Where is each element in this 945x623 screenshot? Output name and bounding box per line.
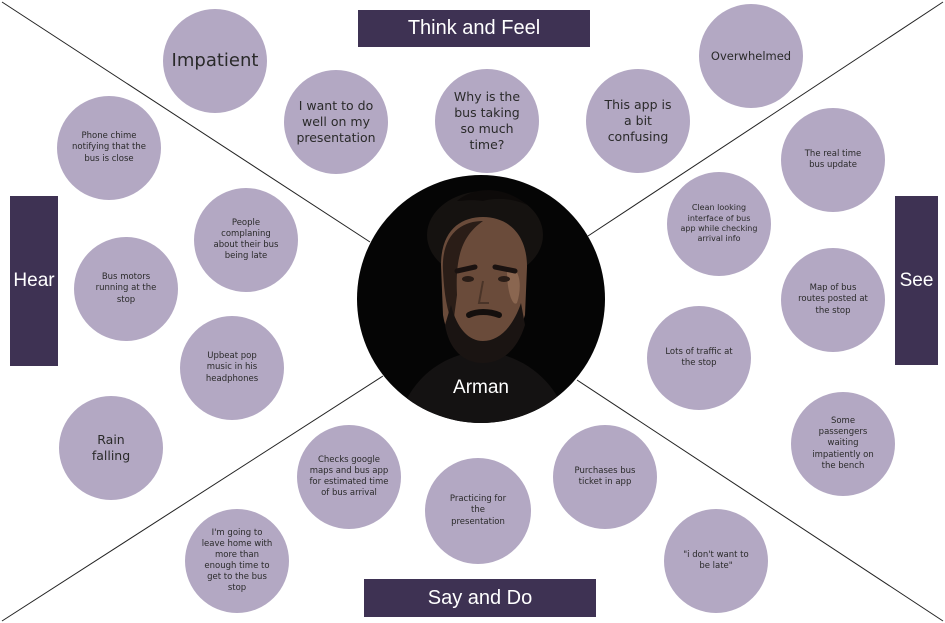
persona-name: Arman bbox=[453, 377, 509, 398]
bubble-realtime: The real time bus update bbox=[781, 108, 885, 212]
bubble-pop-music: Upbeat pop music in his headphones bbox=[180, 316, 284, 420]
bubble-impatient: Impatient bbox=[163, 9, 267, 113]
bubble-people-complaining: People complaning about their bus being … bbox=[194, 188, 298, 292]
persona-photo-illustration bbox=[397, 190, 569, 423]
bubble-map-routes: Map of bus routes posted at the stop bbox=[781, 248, 885, 352]
bubble-leave-home: I'm going to leave home with more than e… bbox=[185, 509, 289, 613]
bubble-practicing: Practicing for the presentation bbox=[425, 458, 531, 564]
header-say-and-do: Say and Do bbox=[364, 579, 596, 617]
bubble-checks-maps: Checks google maps and bus app for estim… bbox=[297, 425, 401, 529]
bubble-purchases: Purchases bus ticket in app bbox=[553, 425, 657, 529]
bubble-bus-motors: Bus motors running at the stop bbox=[74, 237, 178, 341]
bubble-clean-interface: Clean looking interface of bus app while… bbox=[667, 172, 771, 276]
header-think-and-feel: Think and Feel bbox=[358, 10, 590, 47]
bubble-passengers: Some passengers waiting impatiently on t… bbox=[791, 392, 895, 496]
bubble-overwhelmed: Overwhelmed bbox=[699, 4, 803, 108]
bubble-confusing: This app is a bit confusing bbox=[586, 69, 690, 173]
header-see: See bbox=[895, 196, 938, 365]
bubble-dont-want-late: "i don't want to be late" bbox=[664, 509, 768, 613]
bubble-why-bus: Why is the bus taking so much time? bbox=[435, 69, 539, 173]
bubble-phone-chime: Phone chime notifying that the bus is cl… bbox=[57, 96, 161, 200]
bubble-rain: Rain falling bbox=[59, 396, 163, 500]
bubble-presentation: I want to do well on my presentation bbox=[284, 70, 388, 174]
persona-portrait: Arman bbox=[357, 175, 605, 423]
header-hear: Hear bbox=[10, 196, 58, 366]
bubble-traffic: Lots of traffic at the stop bbox=[647, 306, 751, 410]
